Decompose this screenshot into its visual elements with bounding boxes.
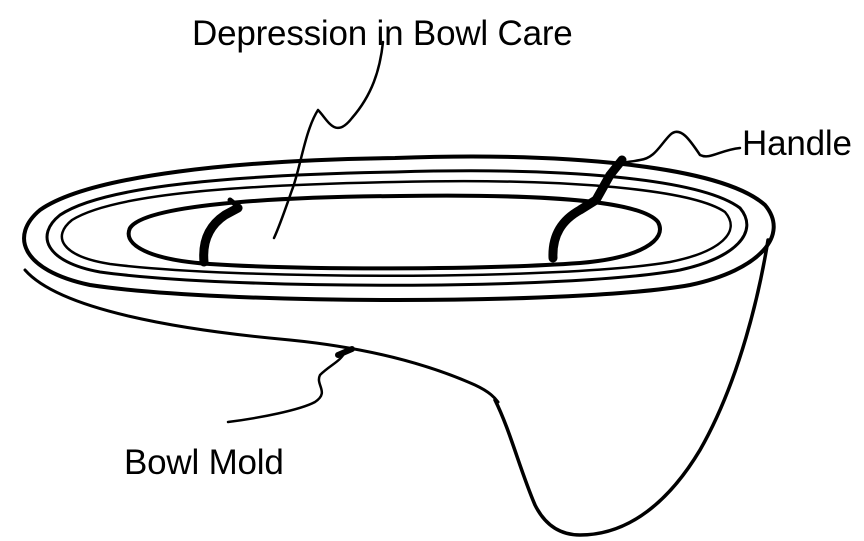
handle-right-bar xyxy=(596,160,622,200)
mold-body-right xyxy=(495,240,768,535)
leader-mold xyxy=(228,352,345,422)
leader-depression xyxy=(274,42,383,238)
handle-right xyxy=(553,200,596,258)
label-bowl-mold: Bowl Mold xyxy=(124,445,284,480)
mold-body-left xyxy=(25,270,498,402)
label-handle: Handle xyxy=(742,126,852,161)
handle-left xyxy=(204,208,238,262)
leader-mold-tip xyxy=(338,349,352,355)
label-depression: Depression in Bowl Care xyxy=(192,16,573,51)
leader-handle xyxy=(615,132,740,165)
